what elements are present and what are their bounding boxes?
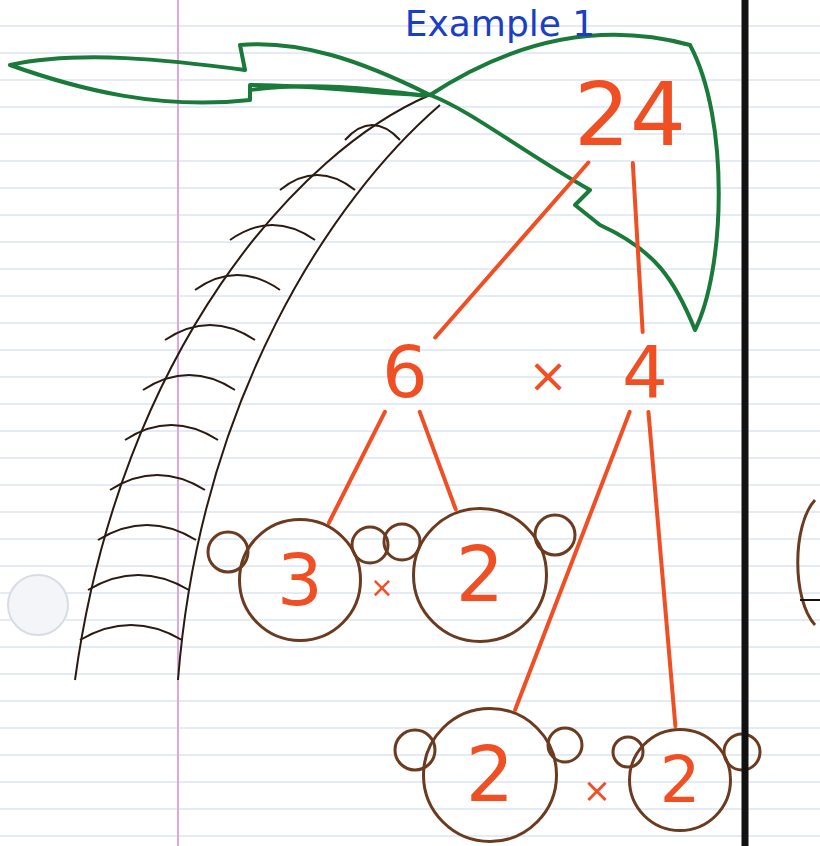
divider-line	[742, 0, 749, 846]
factor-value: 6	[382, 336, 428, 408]
factor-branch	[420, 412, 456, 509]
page-title: Example 1	[405, 2, 596, 45]
punch-hole	[8, 575, 68, 635]
monkey-face: 2	[422, 707, 558, 843]
factor-branch	[515, 412, 630, 710]
factor-number: 6	[376, 334, 434, 410]
factor-branch	[435, 163, 588, 338]
factor-value: 4	[622, 336, 668, 408]
palm-trunk	[75, 95, 440, 680]
times-sign: ×	[583, 773, 612, 807]
monkey-face: 2	[628, 728, 732, 832]
factor-value: 2	[456, 537, 504, 613]
partial-mark	[800, 599, 820, 601]
factor-value: 2	[466, 737, 514, 813]
times-sign: ×	[528, 351, 568, 399]
partial-monkey	[798, 500, 815, 625]
factor-branch	[648, 412, 675, 726]
factor-value: 3	[277, 544, 323, 616]
monkey-face: 3	[238, 518, 362, 642]
margin-line	[177, 0, 179, 846]
times-sign: ×	[370, 574, 393, 602]
factor-branch	[633, 163, 643, 332]
monkey-face: 2	[412, 507, 548, 643]
factor-value: 24	[574, 71, 686, 159]
factor-branch	[329, 412, 385, 523]
factor-number: 4	[616, 334, 674, 410]
factor-number: 24	[568, 69, 692, 161]
palm-leaves	[10, 35, 719, 330]
factor-value: 2	[660, 748, 701, 812]
